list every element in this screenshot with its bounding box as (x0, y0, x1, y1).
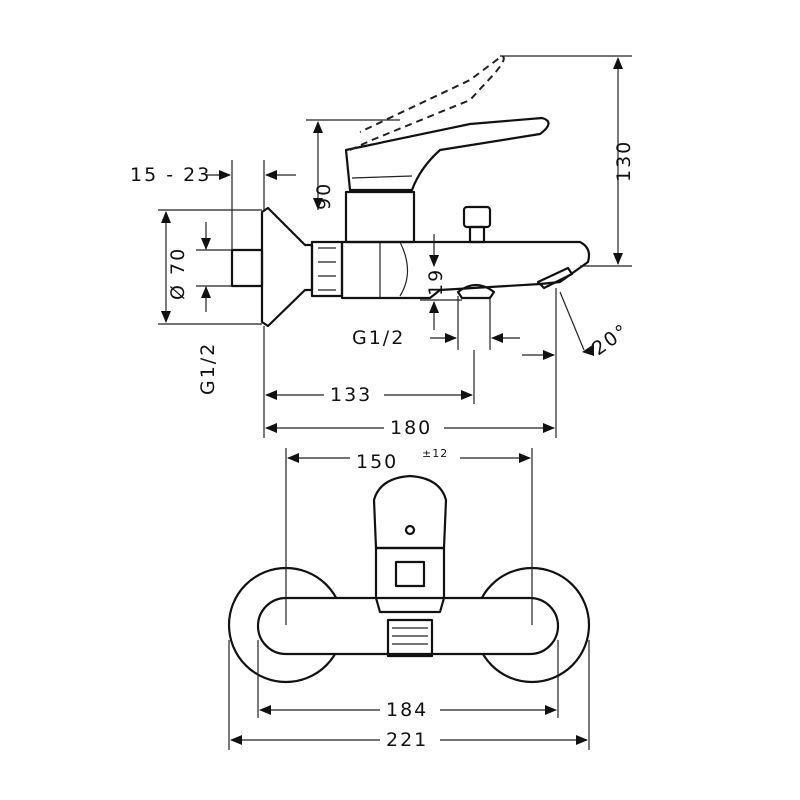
dim-body-width-group: 184 (257, 640, 559, 721)
dim-lever-swing-label: 90 (313, 182, 335, 210)
lever-indicator (404, 524, 416, 536)
wall-rosette (260, 206, 314, 328)
side-view: 15 - 23 Ø 70 G1/2 90 (130, 54, 635, 439)
dim-offset-label: 15 - 23 (130, 164, 211, 186)
dim-angle-group: 20° (522, 288, 633, 362)
front-body (256, 596, 560, 656)
dim-spout-center-label: 133 (330, 384, 372, 406)
front-diverter (394, 560, 426, 588)
cartridge-housing (344, 190, 416, 244)
dim-thread-bottom-label: G1/2 (352, 327, 405, 349)
dim-projection-label: 180 (390, 417, 432, 439)
dim-spout-height-group: 19 (420, 234, 462, 330)
dim-thread-bottom-group: G1/2 (352, 296, 520, 350)
dim-diameter-group: Ø 70 (158, 209, 262, 325)
dim-centers-label: 150 (356, 451, 398, 473)
spout-aerator (456, 283, 496, 300)
dim-spout-center-group: 133 (263, 326, 475, 438)
dim-thread-left-group: G1/2 (196, 222, 232, 395)
mixer-lever (344, 116, 550, 192)
dim-height-label: 130 (613, 140, 635, 182)
front-view: 150 ±12 184 221 (227, 445, 591, 751)
front-spout (386, 618, 434, 658)
wall-connector (230, 248, 264, 288)
dim-overall-width-group: 221 (228, 640, 590, 751)
dim-thread-left-label: G1/2 (197, 342, 219, 395)
dim-offset-group: 15 - 23 (130, 160, 296, 250)
dim-overall-width-label: 221 (386, 729, 428, 751)
lever-raised-outline (349, 54, 505, 151)
dim-centers-group: 150 ±12 (285, 445, 533, 625)
dim-height-group: 130 (500, 55, 635, 267)
dim-spout-height-label: 19 (425, 268, 447, 296)
dim-angle-label: 20° (588, 319, 633, 360)
dim-body-width-label: 184 (386, 699, 428, 721)
dim-lever-swing-group: 90 (306, 119, 400, 210)
dim-projection-group: 180 (265, 362, 557, 439)
diverter-knob (462, 205, 492, 229)
spout-tip (536, 266, 574, 290)
dim-diameter-label: Ø 70 (167, 247, 189, 300)
dim-tolerance-label: ±12 (422, 447, 448, 460)
mixer-body (340, 240, 591, 300)
front-cartridge (374, 546, 446, 614)
front-lever (372, 474, 448, 550)
connection-nut (310, 240, 344, 298)
